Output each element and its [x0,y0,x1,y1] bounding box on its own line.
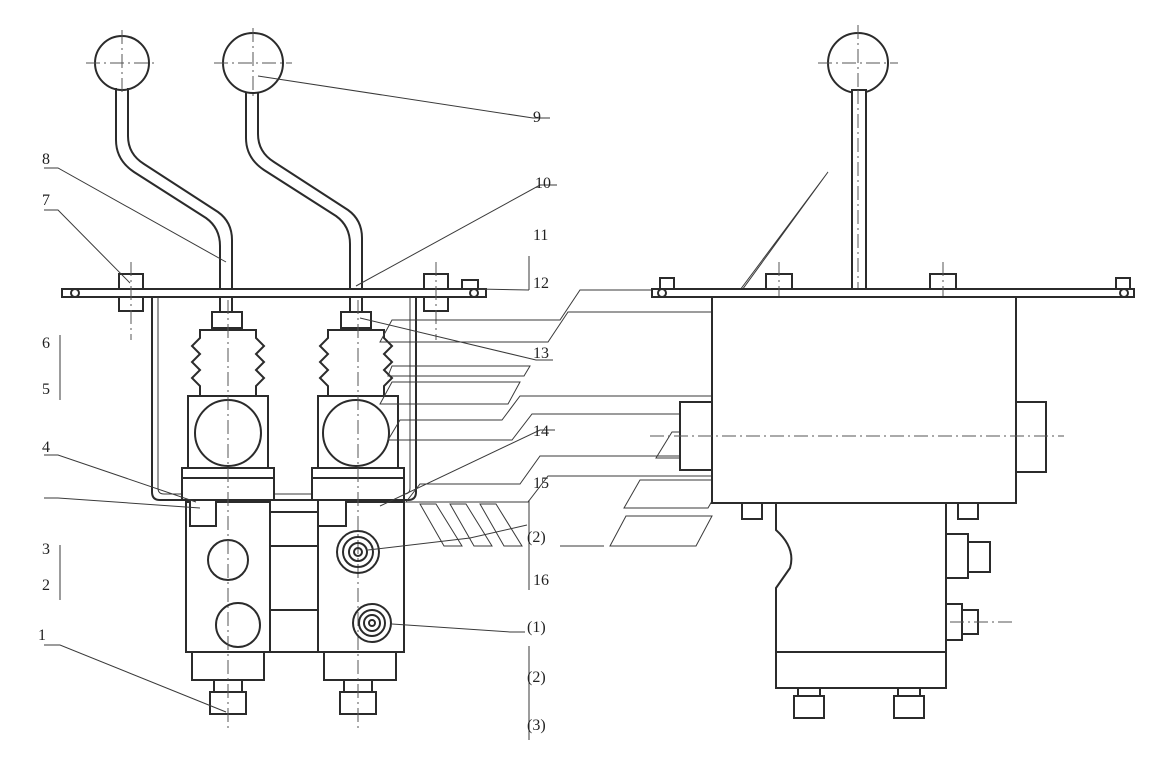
valve-unit-right [311,300,405,730]
plate-screw [461,279,479,290]
valve-body-side [775,502,1016,719]
callout-10: 10 [535,175,551,192]
callout-8: 8 [42,151,50,168]
callout-port-1: (1) [527,619,546,636]
callout-14: 14 [533,423,549,440]
callout-13: 13 [533,345,549,362]
bracket [151,297,417,501]
lever-knob-right [214,28,292,100]
port-fitting-lower [352,603,392,643]
lever-rod-left [115,88,233,318]
lever-knob-side [818,25,898,100]
leader-lines [44,75,557,740]
left-view: 1 2 3 4 5 6 7 8 9 10 11 12 13 14 15 (2) … [38,28,557,740]
callout-5: 5 [42,381,50,398]
callout-port-2-upper: (2) [527,529,546,546]
right-view [650,25,1135,719]
valve-unit-left [181,300,275,730]
plate-bolt [423,262,449,340]
lever-knob-left [86,30,158,96]
callout-2: 2 [42,577,50,594]
plate-screw [659,277,1131,290]
callout-1: 1 [38,627,46,644]
valve-connector-block [269,511,321,653]
lever-rod-right [245,92,363,318]
mounting-plate-right [651,288,1135,298]
watermark-logo [379,171,829,547]
callout-11: 11 [533,227,548,244]
callout-port-3: (3) [527,717,546,734]
callout-12: 12 [533,275,549,292]
callout-16: 16 [533,572,549,589]
callout-7: 7 [42,192,50,209]
callout-port-2-lower: (2) [527,669,546,686]
port-fitting-upper [336,530,380,574]
plate-bolt [118,262,144,340]
callout-6: 6 [42,335,50,352]
callout-9: 9 [533,109,541,126]
mounting-plate-left [61,288,487,298]
callout-3: 3 [42,541,50,558]
callout-4: 4 [42,439,50,456]
housing-side [650,296,1064,520]
